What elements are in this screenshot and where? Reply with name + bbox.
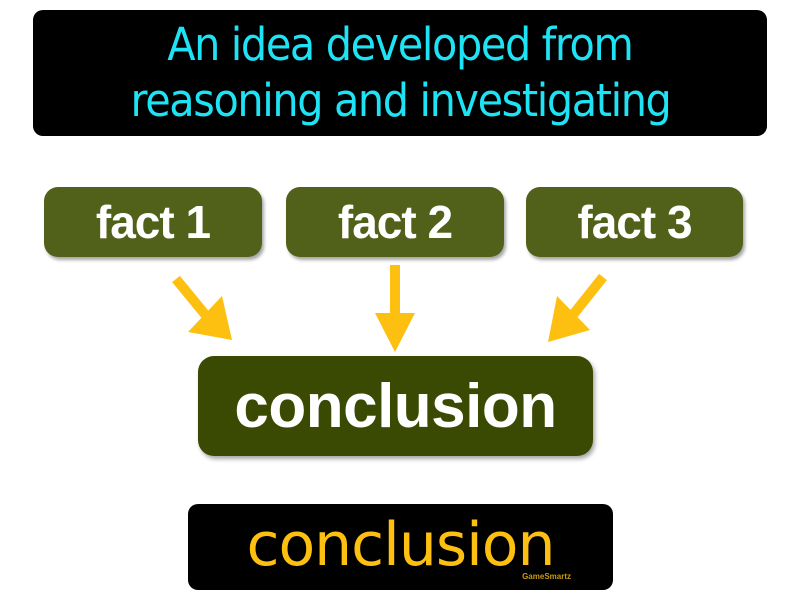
brand-logo: GameSmartz: [522, 572, 571, 581]
fact-box-3: fact 3: [526, 187, 743, 257]
arrow-down-icon: [375, 265, 415, 352]
fact-box-1: fact 1: [44, 187, 262, 257]
term-word: conclusion: [246, 510, 555, 580]
arrow-down-left-icon: [548, 273, 607, 342]
definition-banner: An idea developed from reasoning and inv…: [33, 10, 767, 136]
conclusion-box: conclusion: [198, 356, 593, 456]
fact-box-2: fact 2: [286, 187, 504, 257]
definition-line-1: An idea developed from: [167, 18, 634, 71]
arrow-down-right-icon: [172, 275, 232, 340]
term-banner: conclusion GameSmartz: [188, 504, 613, 590]
definition-line-2: reasoning and investigating: [130, 74, 671, 127]
